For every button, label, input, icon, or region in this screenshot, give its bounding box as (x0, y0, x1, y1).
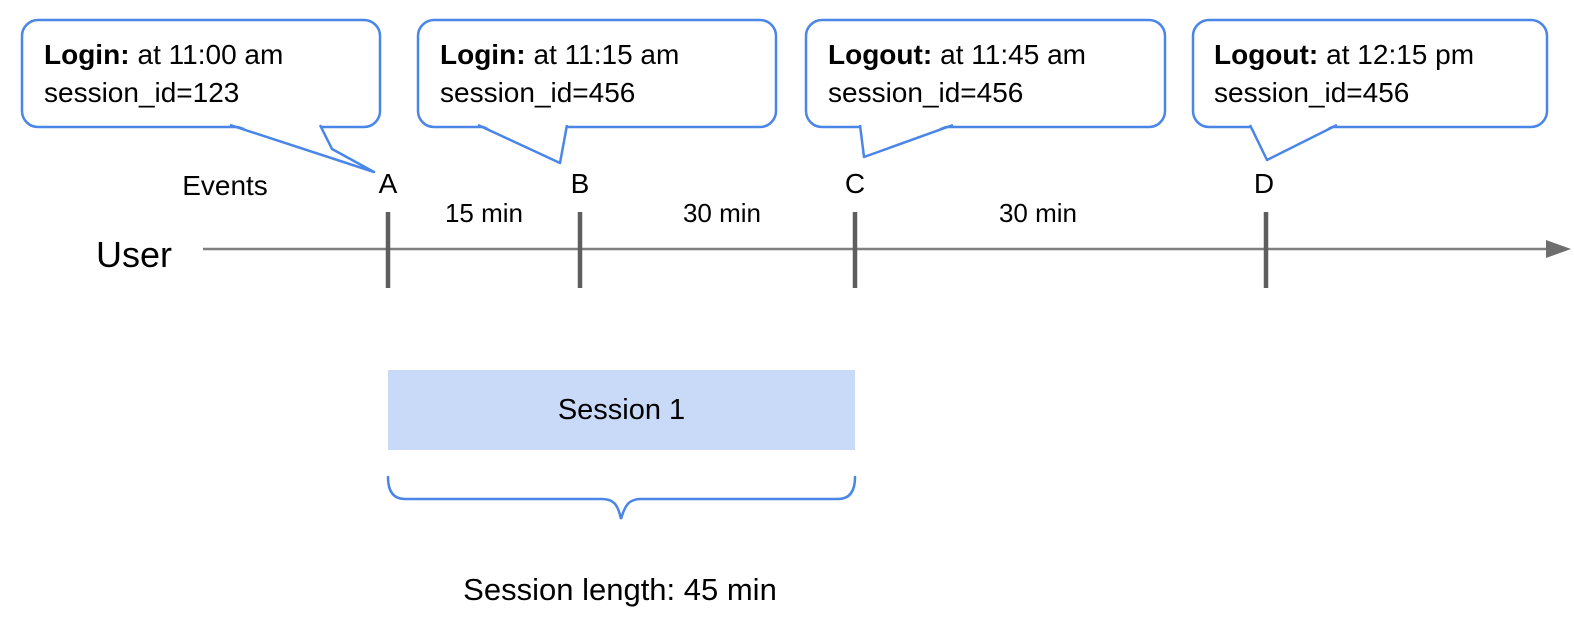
callout-tail-b (477, 123, 569, 165)
event-session-id: session_id=123 (44, 77, 240, 108)
interval-label-bc: 30 min (682, 198, 762, 228)
event-time-label: at 11:15 am (533, 39, 680, 70)
events-row-label: Events (182, 170, 268, 201)
callout-text-d: Logout:at 12:15 pm session_id=456 (1214, 36, 1474, 112)
event-type-label: Logout: (1214, 39, 1319, 70)
callout-tail-fill-c (860, 123, 953, 157)
callout-text-c: Logout:at 11:45 am session_id=456 (828, 36, 1086, 112)
session-length-label: Session length: 45 min (463, 572, 777, 607)
event-marker-a: A (378, 168, 398, 199)
session-box-label: Session 1 (557, 393, 686, 426)
callout-line1: Login:at 11:00 am (44, 36, 283, 74)
event-session-id: session_id=456 (440, 77, 636, 108)
callout-text-b: Login:at 11:15 am session_id=456 (440, 36, 679, 112)
callout-tail-fill-d (1250, 123, 1337, 160)
event-type-label: Login: (440, 39, 526, 70)
interval-label-ab: 15 min (444, 198, 524, 228)
interval-label-cd: 30 min (998, 198, 1078, 228)
event-type-label: Login: (44, 39, 130, 70)
event-session-id: session_id=456 (1214, 77, 1410, 108)
event-marker-c: C (844, 168, 866, 199)
event-time-label: at 11:45 am (940, 39, 1086, 70)
callout-bubble-d (1191, 18, 1549, 129)
event-time-label: at 12:15 pm (1326, 39, 1475, 70)
event-marker-b: B (570, 168, 590, 199)
callout-text-a: Login:at 11:00 am session_id=123 (44, 36, 283, 112)
callout-bubble-c (804, 18, 1167, 129)
callout-tail-c (858, 123, 954, 159)
callout-tail-fill-b (478, 123, 567, 163)
callout-tail-d (1248, 123, 1338, 162)
user-row-label: User (96, 234, 173, 275)
timeline-arrowhead-icon (1546, 240, 1571, 258)
callout-bubble-b (416, 18, 778, 129)
callout-bubble-a (20, 18, 382, 129)
callout-line1: Login:at 11:15 am (440, 36, 679, 74)
event-time-label: at 11:00 am (137, 39, 284, 70)
session-box (388, 370, 855, 450)
event-marker-d: D (1253, 168, 1275, 199)
callout-line1: Logout:at 11:45 am (828, 36, 1086, 74)
callout-tail-a (229, 123, 376, 174)
event-session-id: session_id=456 (828, 77, 1024, 108)
callout-line1: Logout:at 12:15 pm (1214, 36, 1474, 74)
session-length-brace (386, 475, 857, 520)
event-type-label: Logout: (828, 39, 933, 70)
